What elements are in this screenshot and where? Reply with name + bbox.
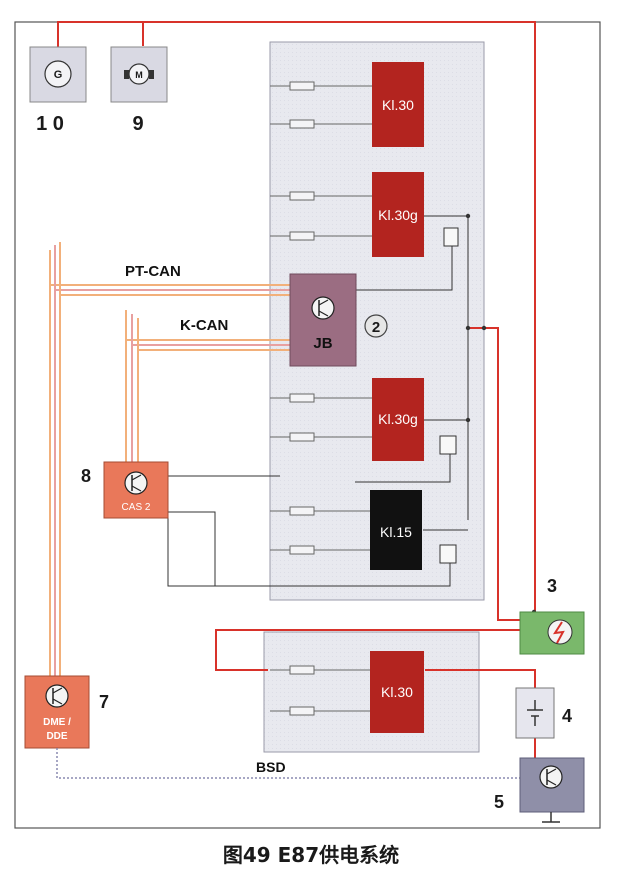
- cas2-transistor-icon: [124, 471, 148, 495]
- figure-caption: 图49 E87供电系统: [223, 843, 399, 867]
- pt-can-label: PT-CAN: [125, 263, 181, 280]
- label-3: 3: [547, 576, 557, 596]
- starter-icon-left: [124, 70, 129, 79]
- label-2: 2: [372, 319, 380, 336]
- jb-label: JB: [313, 335, 332, 352]
- jb-transistor-icon: [311, 296, 335, 320]
- generator-icon-letter: G: [54, 69, 63, 81]
- label-5: 5: [494, 792, 504, 812]
- starter-icon-letter: M: [135, 70, 143, 80]
- kl30g-1-box: [372, 172, 424, 257]
- battery-icon: [527, 700, 543, 726]
- kl30-top-box: [372, 62, 424, 147]
- kl30-bsd-box: [370, 651, 424, 733]
- dme-label-line2: DDE: [46, 731, 67, 742]
- k-can-bus: [125, 310, 290, 462]
- battery-box: [515, 687, 555, 739]
- generator-icon: [44, 60, 72, 88]
- bsd-output-wire: [425, 669, 536, 690]
- lightning-bolt: [553, 621, 565, 644]
- label-9: 9: [132, 113, 143, 135]
- label-10: 1 0: [36, 113, 64, 135]
- ground-icon: [542, 812, 560, 823]
- cas2-label: CAS 2: [122, 502, 151, 513]
- panel-fuse-rows: [270, 81, 372, 716]
- kl30g-1-label: Kl.30g: [378, 207, 418, 223]
- kl30g-2-box: [372, 378, 424, 461]
- kl30-top-label: Kl.30: [382, 97, 414, 113]
- starter-icon-right: [149, 70, 154, 79]
- kl30g-2-label: Kl.30g: [378, 411, 418, 427]
- jb-module: [289, 273, 357, 367]
- label-7: 7: [99, 692, 109, 712]
- kl15-label: Kl.15: [380, 524, 412, 540]
- battery-sensor-transistor-icon: [539, 765, 563, 789]
- label-8: 8: [81, 466, 91, 486]
- bsd-label: BSD: [256, 759, 286, 775]
- dme-label-line1: DME /: [43, 717, 71, 728]
- bsd-line: [56, 748, 520, 779]
- bsd-loop-wire: [215, 629, 520, 671]
- main-supply-wire: [57, 21, 536, 612]
- k-can-label: K-CAN: [180, 317, 228, 334]
- dme-transistor-icon: [45, 684, 69, 708]
- label-4: 4: [562, 706, 572, 726]
- relay-coils: [439, 227, 459, 564]
- kl30-bsd-label: Kl.30: [381, 684, 413, 700]
- number-2-badge: [364, 314, 388, 338]
- kl15-box: [370, 490, 422, 570]
- pt-can-bus: [49, 242, 290, 676]
